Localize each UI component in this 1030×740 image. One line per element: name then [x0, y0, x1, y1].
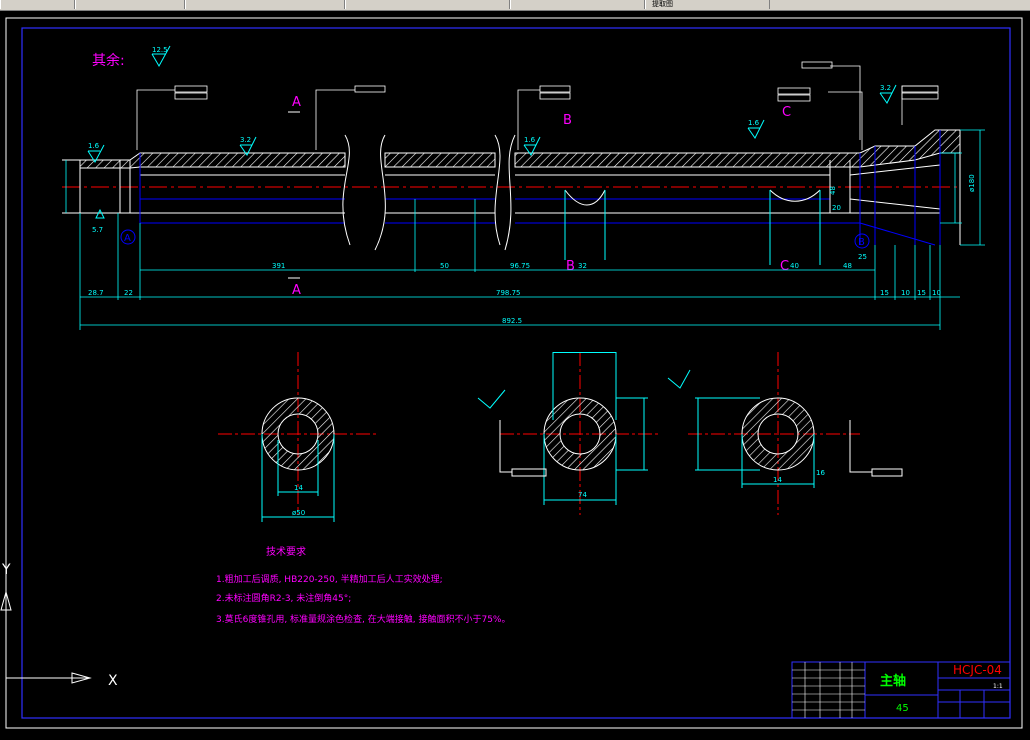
technical-requirements: 技术要求 1.粗加工后调质, HB220-250, 半精加工后人工实效处理; 2… [216, 545, 510, 625]
svg-text:14: 14 [773, 476, 782, 484]
svg-text:ø50: ø50 [292, 509, 305, 517]
svg-text:1.6: 1.6 [88, 142, 100, 150]
svg-text:12.5: 12.5 [152, 46, 168, 54]
keyway [769, 189, 821, 202]
section-view-a: ø50 14 [218, 352, 378, 522]
scale: 1:1 [993, 683, 1003, 690]
svg-text:798.75: 798.75 [496, 289, 521, 297]
datum-label-b: B [858, 237, 865, 248]
svg-text:74: 74 [578, 491, 587, 499]
title-block: 主轴 45 HCJC-04 1:1 [791, 661, 1011, 719]
keyway [564, 189, 606, 206]
svg-text:ø180: ø180 [968, 174, 976, 192]
sheet-outer-border [5, 17, 1023, 729]
drawing-svg: 其余: 12.5 [0, 17, 1023, 729]
svg-text:32: 32 [578, 262, 587, 270]
section-mark-a: A [292, 95, 301, 110]
section-marks: A A B B C C [288, 95, 791, 298]
section-mark-a: A [292, 283, 301, 298]
svg-text:10: 10 [901, 289, 910, 297]
svg-text:48: 48 [843, 262, 852, 270]
section-view-b: 74 [477, 352, 660, 515]
section-mark-b: B [563, 113, 572, 128]
svg-text:16: 16 [816, 469, 825, 477]
drawing-canvas[interactable]: 其余: 12.5 [0, 11, 1030, 736]
toolbar-cell[interactable] [345, 0, 510, 9]
svg-text:15: 15 [880, 289, 889, 297]
tech-req-item: 2.未标注圆角R2-3, 未注倒角45°; [216, 592, 351, 604]
ucs-icon: X Y [0, 560, 118, 690]
svg-text:1.6: 1.6 [524, 136, 536, 144]
svg-text:48: 48 [829, 186, 837, 195]
tech-req-title: 技术要求 [266, 545, 306, 558]
section-mark-c: C [782, 105, 791, 120]
datum-markers: A B [120, 229, 870, 249]
break-line [504, 134, 516, 251]
svg-text:15: 15 [917, 289, 926, 297]
break-line [342, 134, 351, 246]
svg-text:40: 40 [790, 262, 799, 270]
toolbar-cell[interactable] [185, 0, 345, 9]
roughness-marks: 1.6 3.2 1.6 1.6 3.2 5.7 [87, 84, 897, 234]
toolbar-cell[interactable]: 提取图 [645, 0, 770, 9]
svg-text:96.75: 96.75 [510, 262, 530, 270]
svg-text:5.7: 5.7 [92, 226, 103, 234]
toolbar-cell[interactable] [0, 0, 75, 9]
svg-text:50: 50 [440, 262, 449, 270]
svg-text:3.2: 3.2 [880, 84, 891, 92]
tech-req-item: 3.莫氏6度锥孔用, 标准量规涂色检查, 在大端接触, 接触面积不小于75%。 [216, 613, 510, 625]
drawing-number: HCJC-04 [953, 663, 1002, 677]
svg-text:22: 22 [124, 289, 133, 297]
svg-text:391: 391 [272, 262, 285, 270]
svg-text:14: 14 [294, 484, 303, 492]
section-mark-b: B [566, 259, 575, 274]
ucs-y-label: Y [1, 562, 11, 578]
shaft-main-view [62, 129, 961, 265]
svg-text:3.2: 3.2 [240, 136, 251, 144]
toolbar-cell[interactable] [75, 0, 185, 9]
part-name: 主轴 [880, 673, 906, 689]
svg-text:1.6: 1.6 [748, 119, 760, 127]
datum-label-a: A [124, 233, 131, 244]
dimension-text: 391 50 96.75 32 40 48 28.7 22 798.75 15 … [88, 174, 976, 325]
cad-toolbar: 提取图 [0, 0, 1030, 11]
material: 45 [896, 703, 909, 714]
tech-req-item: 1.粗加工后调质, HB220-250, 半精加工后人工实效处理; [216, 573, 443, 585]
section-view-c: 14 16 [667, 352, 903, 515]
toolbar-cell[interactable] [510, 0, 645, 9]
ucs-x-label: X [108, 673, 118, 689]
tolerance-leaders [136, 61, 939, 150]
break-line [374, 134, 386, 251]
roughness-symbol-default: 12.5 [151, 45, 171, 68]
section-mark-c: C [780, 259, 789, 274]
default-roughness-label: 其余: [92, 52, 125, 69]
sheet-inner-border [21, 27, 1011, 719]
svg-text:25: 25 [858, 253, 867, 261]
svg-text:10: 10 [932, 289, 941, 297]
break-line [494, 134, 501, 246]
svg-text:20: 20 [832, 204, 841, 212]
total-length-dim: 892.5 [502, 317, 522, 325]
svg-text:28.7: 28.7 [88, 289, 104, 297]
dimension-lines [65, 129, 985, 330]
